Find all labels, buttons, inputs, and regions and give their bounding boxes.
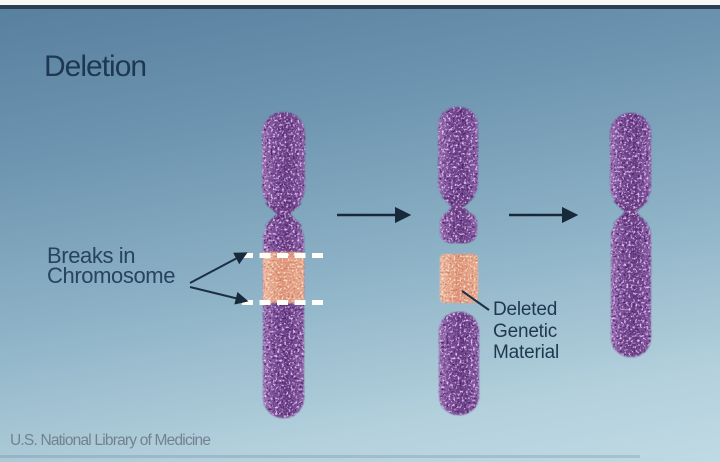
breaks-label-line1: Breaks in bbox=[47, 243, 136, 268]
deleted-genetic-material-label: Deleted Genetic Material bbox=[493, 299, 559, 364]
deleted-label-line3: Material bbox=[493, 342, 559, 363]
breaks-pointer-lower bbox=[189, 286, 249, 305]
top-white-strip bbox=[0, 0, 720, 5]
chromosome-2-deleted-segment bbox=[440, 254, 478, 303]
bottom-smudge bbox=[0, 455, 640, 458]
deleted-label-line2: Genetic bbox=[493, 320, 558, 342]
chromosome-1-deleted-segment bbox=[263, 252, 304, 303]
deleted-label-line1: Deleted bbox=[493, 299, 558, 320]
breaks-label-line2: Chromosome bbox=[47, 263, 176, 288]
attribution: U.S. National Library of Medicine bbox=[10, 432, 211, 449]
chromosome-3 bbox=[610, 113, 651, 357]
page-title: Deletion bbox=[44, 50, 147, 83]
top-navy-rule bbox=[0, 5, 720, 9]
breaks-pointer-lines bbox=[189, 252, 249, 305]
deleted-pointer-line bbox=[461, 290, 490, 311]
breaks-in-chromosome-label: Breaks in Chromosome bbox=[47, 243, 176, 288]
chromosome-2 bbox=[438, 107, 479, 415]
breaks-pointer-upper bbox=[189, 252, 248, 284]
